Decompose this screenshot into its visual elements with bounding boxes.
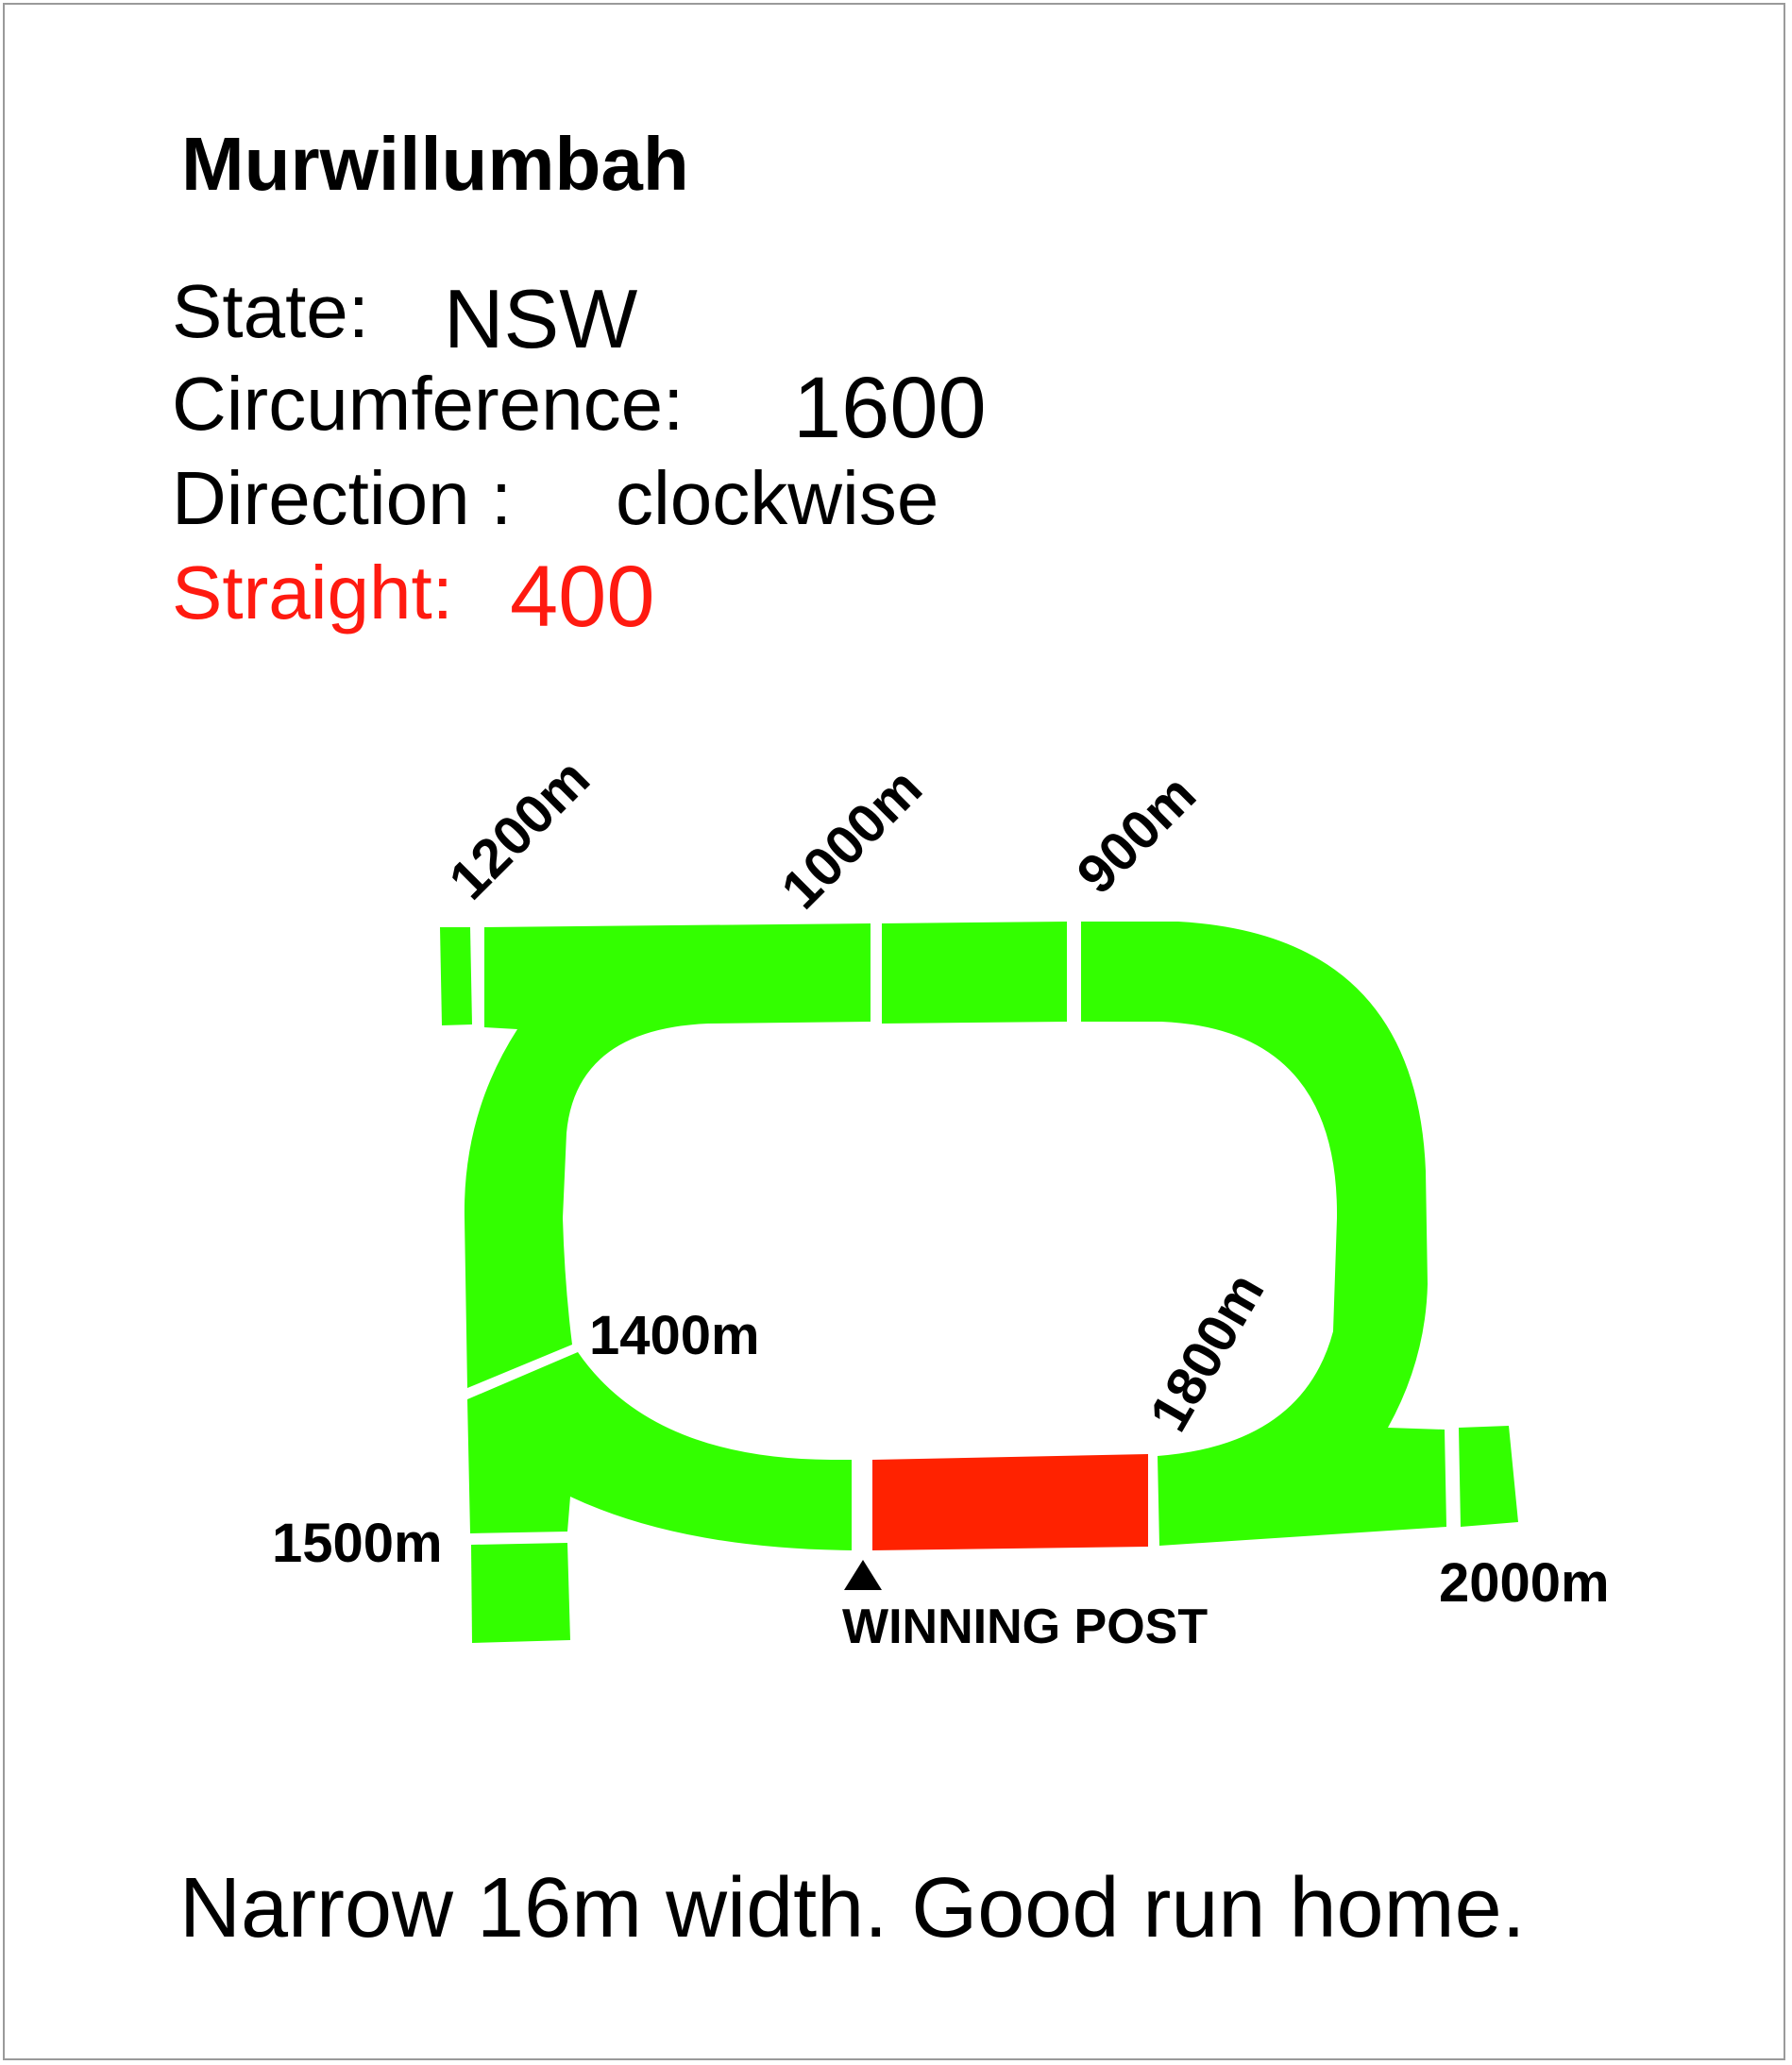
- track-segment-right-turn: [1081, 922, 1446, 1546]
- track-segment-1200-start: [440, 927, 472, 1025]
- state-row: State: NSW: [172, 274, 637, 361]
- state-label: State:: [172, 269, 370, 353]
- state-value: NSW: [444, 272, 638, 365]
- track-segment-2000-start: [1459, 1426, 1518, 1527]
- track-title: Murwillumbah: [181, 122, 689, 206]
- marker-1200m: 1200m: [437, 748, 601, 912]
- straight-label: Straight:: [172, 550, 453, 635]
- circumference-value: 1600: [793, 360, 987, 456]
- track-segment-1500-start: [471, 1543, 570, 1643]
- winning-post-label: WINNING POST: [842, 1600, 1208, 1654]
- direction-row: Direction : clockwise: [172, 461, 938, 536]
- marker-1000m: 1000m: [769, 757, 934, 922]
- circumference-row: Circumference: 1600: [172, 364, 987, 451]
- home-straight: [872, 1454, 1148, 1550]
- straight-row: Straight: 400: [172, 553, 655, 640]
- marker-1500m: 1500m: [272, 1513, 443, 1574]
- circumference-label: Circumference:: [172, 362, 685, 446]
- track-segment-1000: [882, 922, 1067, 1024]
- winning-post-icon: [844, 1560, 882, 1590]
- page-frame: [3, 3, 1785, 2060]
- direction-value: clockwise: [616, 456, 939, 540]
- direction-label: Direction :: [172, 456, 513, 540]
- marker-1400m: 1400m: [589, 1305, 760, 1366]
- track-segment-1400-1500: [467, 1352, 852, 1550]
- marker-1800m: 1800m: [1138, 1263, 1276, 1442]
- marker-900m: 900m: [1065, 763, 1208, 906]
- marker-2000m: 2000m: [1439, 1552, 1610, 1614]
- track-note: Narrow 16m width. Good run home.: [179, 1861, 1526, 1955]
- track-segment-left-turn: [464, 923, 871, 1388]
- straight-value: 400: [510, 549, 655, 645]
